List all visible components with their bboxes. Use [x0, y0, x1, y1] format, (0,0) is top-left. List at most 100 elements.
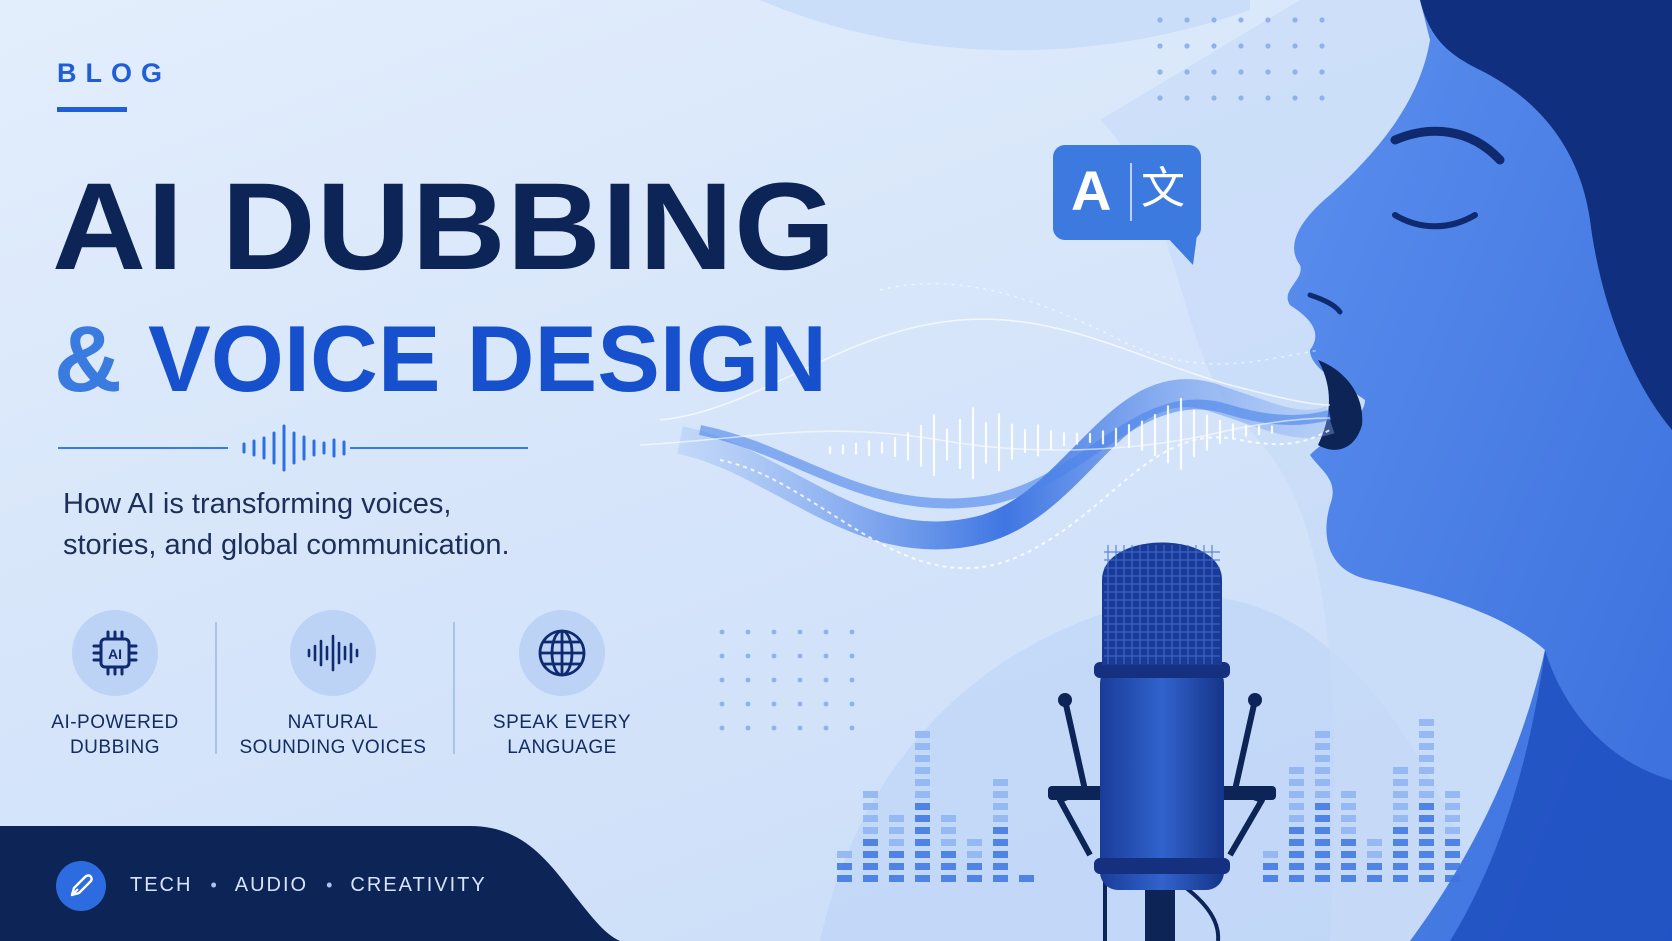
equalizer-segment: [1019, 875, 1034, 882]
section-label: BLOG: [57, 58, 171, 88]
equalizer-segment: [1341, 863, 1356, 870]
feature-label-1b: DUBBING: [69, 737, 161, 758]
grid-dot: [719, 677, 725, 683]
grid-dot: [823, 725, 829, 731]
equalizer-segment: [1263, 863, 1278, 870]
feature-label-1a: AI-POWERED: [51, 712, 179, 733]
grid-dot: [1184, 17, 1190, 23]
equalizer-segment: [863, 815, 878, 822]
waveform-divider: [58, 424, 528, 472]
tag-separator: •: [326, 875, 333, 895]
grid-dot: [745, 629, 751, 635]
grid-dot: [745, 725, 751, 731]
equalizer-segment: [1419, 863, 1434, 870]
equalizer-segment: [1445, 863, 1460, 870]
grid-dot: [771, 725, 777, 731]
equalizer-segment: [993, 779, 1008, 786]
equalizer-segment: [967, 839, 982, 846]
grid-dot: [1319, 17, 1325, 23]
equalizer-segment: [889, 875, 904, 882]
equalizer-segment: [1419, 791, 1434, 798]
footer-band: [0, 826, 620, 941]
equalizer-segment: [1315, 827, 1330, 834]
grid-dot: [823, 629, 829, 635]
equalizer-segment: [1393, 863, 1408, 870]
tag-tech[interactable]: TECH: [130, 874, 193, 896]
grid-dot: [823, 701, 829, 707]
equalizer-segment: [1289, 851, 1304, 858]
equalizer-segment: [941, 851, 956, 858]
equalizer-segment: [1289, 839, 1304, 846]
equalizer-segment: [863, 875, 878, 882]
grid-dot: [849, 629, 855, 635]
equalizer-segment: [1419, 779, 1434, 786]
grid-dot: [1238, 43, 1244, 49]
equalizer-segment: [1315, 731, 1330, 738]
equalizer-segment: [1315, 779, 1330, 786]
subtitle-line-1: How AI is transforming voices,: [63, 488, 452, 520]
grid-dot: [849, 701, 855, 707]
equalizer-segment: [941, 827, 956, 834]
grid-dot: [1184, 69, 1190, 75]
equalizer-segment: [915, 827, 930, 834]
tag-separator: •: [210, 875, 217, 895]
equalizer-segment: [967, 875, 982, 882]
equalizer-segment: [1419, 767, 1434, 774]
equalizer-segment: [1393, 791, 1408, 798]
grid-dot: [1265, 43, 1271, 49]
speech-bubble-tail: [1165, 235, 1197, 265]
equalizer-segment: [863, 839, 878, 846]
equalizer-segment: [993, 815, 1008, 822]
equalizer-segment: [1419, 827, 1434, 834]
grid-dot: [1238, 17, 1244, 23]
equalizer-segment: [915, 731, 930, 738]
equalizer-segment: [1367, 851, 1382, 858]
grid-dot: [1157, 69, 1163, 75]
grid-dot: [745, 701, 751, 707]
feature-label-2a: NATURAL: [287, 712, 379, 733]
equalizer-segment: [941, 863, 956, 870]
headline-ampersand: &: [54, 306, 122, 411]
equalizer-segment: [1393, 815, 1408, 822]
subtitle-line-2: stories, and global communication.: [63, 529, 510, 561]
equalizer-segment: [993, 791, 1008, 798]
grid-dot: [1157, 17, 1163, 23]
equalizer-segment: [915, 839, 930, 846]
equalizer-segment: [1419, 839, 1434, 846]
equalizer-segment: [889, 851, 904, 858]
grid-dot: [1319, 95, 1325, 101]
equalizer-segment: [941, 815, 956, 822]
equalizer-segment: [993, 839, 1008, 846]
equalizer-segment: [1419, 719, 1434, 726]
equalizer-segment: [1315, 803, 1330, 810]
tag-audio[interactable]: AUDIO: [234, 874, 309, 896]
equalizer-segment: [915, 779, 930, 786]
grid-dot: [1292, 43, 1298, 49]
equalizer-segment: [1445, 851, 1460, 858]
grid-dot: [719, 629, 725, 635]
grid-dot: [1211, 69, 1217, 75]
grid-dot: [719, 653, 725, 659]
grid-dot: [1319, 43, 1325, 49]
dot-grid-middle: [719, 629, 855, 731]
equalizer-segment: [915, 743, 930, 750]
equalizer-segment: [889, 815, 904, 822]
dot-grid-top: [1157, 17, 1325, 101]
equalizer-segment: [1419, 815, 1434, 822]
equalizer-segment: [863, 791, 878, 798]
feature-label-3a: SPEAK EVERY: [492, 712, 632, 733]
grid-dot: [1157, 95, 1163, 101]
equalizer-segment: [1315, 863, 1330, 870]
grid-dot: [1265, 95, 1271, 101]
equalizer-segment: [1263, 851, 1278, 858]
equalizer-segment: [915, 803, 930, 810]
equalizer-segment: [1315, 767, 1330, 774]
grid-dot: [745, 653, 751, 659]
equalizer-segment: [1315, 839, 1330, 846]
tag-creativity[interactable]: CREATIVITY: [350, 874, 487, 896]
grid-dot: [797, 653, 803, 659]
equalizer-segment: [1289, 875, 1304, 882]
equalizer-segment: [1419, 803, 1434, 810]
equalizer-segment: [863, 827, 878, 834]
svg-text:AI: AI: [108, 646, 122, 662]
